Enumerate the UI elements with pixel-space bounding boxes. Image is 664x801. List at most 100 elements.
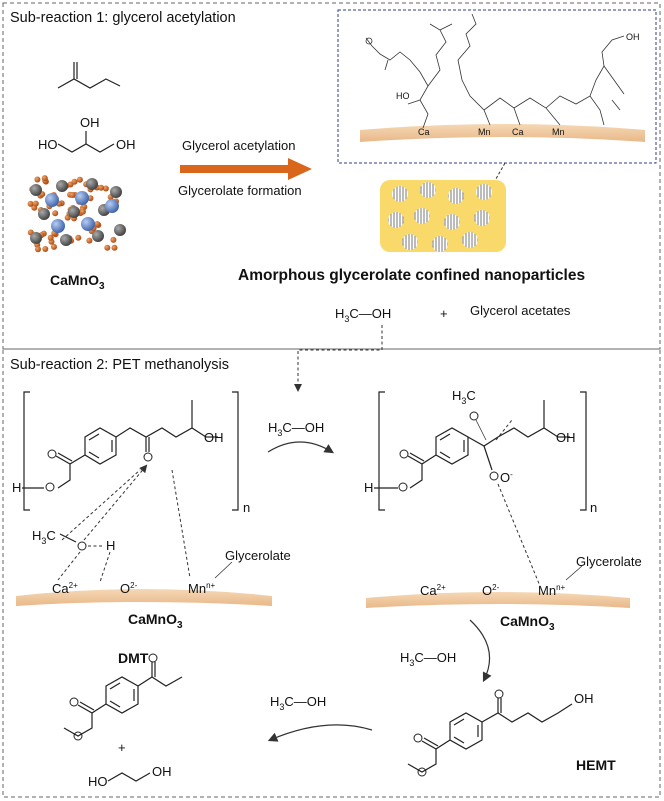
svg-text:Ca: Ca xyxy=(418,127,430,137)
reaction-arrow-1 xyxy=(267,441,335,454)
svg-text:O-: O- xyxy=(500,470,513,485)
mn-ion-left: Mnn+ xyxy=(188,581,216,596)
calcium-atom xyxy=(86,178,98,190)
oxygen-atom xyxy=(35,246,41,253)
calcium-atom xyxy=(110,186,122,198)
camno3-crystal xyxy=(27,175,126,253)
calcium-atom xyxy=(30,184,42,196)
svg-text:H: H xyxy=(364,480,373,495)
nanoparticles xyxy=(388,182,492,252)
glycerolate-label-right: Glycerolate xyxy=(576,554,642,569)
catalyst-surface-left xyxy=(16,589,272,606)
methanol-reagent-1: H3C—OH xyxy=(268,420,324,438)
manganese-atom xyxy=(105,199,119,213)
panel2-title: Sub-reaction 2: PET methanolysis xyxy=(10,357,229,373)
catalyst-label-left: CaMnO3 xyxy=(128,611,183,631)
plus-sign-2: + xyxy=(118,740,126,755)
arrow-label-top: Glycerol acetylation xyxy=(182,138,295,153)
tetrahedral-intermediate: OH H3C O- H n xyxy=(364,388,597,587)
glycerolate-bond-left xyxy=(214,561,233,579)
ca-ion-left: Ca2+ xyxy=(52,581,78,596)
glycerolate-label-left: Glycerolate xyxy=(225,548,291,563)
oxygen-atom xyxy=(69,192,76,198)
calcium-atom xyxy=(30,232,42,244)
oxygen-atom xyxy=(98,184,105,191)
svg-text:OH: OH xyxy=(152,764,172,779)
svg-text:H: H xyxy=(12,480,21,495)
calcium-atom xyxy=(68,206,80,218)
oxygen-atom xyxy=(47,234,54,241)
calcium-atom xyxy=(60,234,72,246)
methanol-product: H3C—OH xyxy=(335,306,391,324)
hemt-structure: OH xyxy=(407,689,594,777)
oxygen-atom xyxy=(51,243,57,250)
svg-text:Mn: Mn xyxy=(552,127,565,137)
catalyst-label-right: CaMnO3 xyxy=(500,613,555,633)
confined-nanoparticle xyxy=(402,234,418,250)
oxygen-atom xyxy=(75,234,82,241)
confined-nanoparticle xyxy=(448,188,464,204)
oxygen-atom xyxy=(52,210,59,217)
svg-text:OH: OH xyxy=(80,115,100,130)
svg-text:HO: HO xyxy=(396,91,410,101)
svg-text:OH: OH xyxy=(204,430,224,445)
confined-nanoparticle xyxy=(420,182,436,198)
methanol-reagent-2: H3C—OH xyxy=(400,650,456,668)
confined-nanoparticle xyxy=(462,232,478,248)
methanol-reagent-3: H3C—OH xyxy=(270,694,326,712)
glycerol-structure: HO OH OH xyxy=(38,115,136,153)
panel1-title: Sub-reaction 1: glycerol acetylation xyxy=(10,10,236,26)
oxygen-atom xyxy=(76,176,83,183)
confined-nanoparticle xyxy=(476,184,492,200)
mn-ion-right: Mnn+ xyxy=(538,583,566,598)
manganese-atom xyxy=(75,191,89,205)
panel2-frame xyxy=(2,348,661,798)
calcium-atom xyxy=(56,180,68,192)
methyl-acetate-structure xyxy=(57,62,121,89)
confined-nanoparticle xyxy=(432,236,448,252)
manganese-atom xyxy=(51,219,65,233)
panel1-frame xyxy=(2,2,661,350)
glycerolate-bond-right xyxy=(565,565,583,581)
oxygen-atom xyxy=(86,237,93,244)
oxygen-atom xyxy=(32,200,39,207)
manganese-atom xyxy=(81,217,95,231)
oxygen-atom xyxy=(111,244,118,251)
oxygen-atom xyxy=(110,236,117,243)
svg-text:OH: OH xyxy=(626,32,640,42)
ethylene-glycol-structure: HO OH xyxy=(88,764,172,789)
oxygen-atom xyxy=(27,200,34,207)
oxygen-atom xyxy=(34,176,41,183)
methanol-transfer-arrow xyxy=(294,325,383,392)
inset-surface xyxy=(360,124,645,142)
acetylation-arrow xyxy=(180,158,312,180)
glycerol-acetates-label: Glycerol acetates xyxy=(470,303,571,318)
svg-text:HO: HO xyxy=(88,774,108,789)
pet-repeat-unit-left: OH H n xyxy=(12,391,250,515)
oxygen-atom xyxy=(71,178,78,185)
svg-text:H3C: H3C xyxy=(32,528,56,546)
methanol-adsorption: H3C H xyxy=(32,464,191,583)
o2-ion-left: O2- xyxy=(120,581,138,596)
oxygen-atom xyxy=(102,185,109,192)
plus-sign-1: + xyxy=(440,306,448,321)
calcium-atom xyxy=(114,224,126,236)
oxygen-atom xyxy=(94,221,101,228)
calcium-atom xyxy=(38,208,50,220)
ca-ion-right: Ca2+ xyxy=(420,583,446,598)
dmt-label: DMT xyxy=(118,650,149,666)
confined-nanoparticle xyxy=(444,214,460,230)
catalyst-surface-right xyxy=(366,592,630,608)
confined-nanoparticle xyxy=(474,210,490,226)
hemt-label: HEMT xyxy=(576,757,616,773)
confined-nanoparticle xyxy=(414,208,430,224)
oxygen-atom xyxy=(104,244,111,251)
svg-text:OH: OH xyxy=(116,137,136,152)
o2-ion-right: O2- xyxy=(482,583,500,598)
oxygen-atom xyxy=(79,208,86,215)
oxygen-atom xyxy=(41,175,48,182)
inset-molecules: HO OH Ca Mn Ca Mn xyxy=(365,13,640,137)
oxygen-atom xyxy=(87,195,94,202)
